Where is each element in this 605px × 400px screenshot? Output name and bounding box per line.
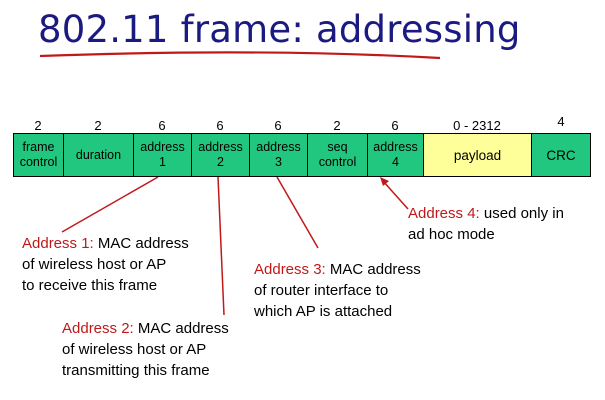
field-address-2: address 2 — [192, 134, 250, 176]
size-address-3: 6 — [274, 118, 282, 133]
field-frame-control: frame control — [14, 134, 64, 176]
field-duration: duration — [64, 134, 134, 176]
frame-format: frame control duration address 1 address… — [13, 133, 591, 177]
note-address-1-body: MAC address of wireless host or AP to re… — [22, 235, 189, 294]
field-address-1: address 1 — [134, 134, 192, 176]
addr4-arrowhead — [380, 177, 389, 186]
field-address-3: address 3 — [250, 134, 308, 176]
note-address-2-head: Address 2: — [62, 320, 134, 337]
size-payload: 0 - 2312 — [453, 118, 501, 133]
size-address-2: 6 — [216, 118, 224, 133]
note-address-4: Address 4: used only in ad hoc mode — [408, 203, 564, 245]
note-address-3-head: Address 3: — [254, 261, 326, 278]
size-frame-control: 2 — [34, 118, 42, 133]
size-address-4: 6 — [391, 118, 399, 133]
note-address-1-head: Address 1: — [22, 235, 94, 252]
field-seq-control: seq control — [308, 134, 368, 176]
size-address-1: 6 — [158, 118, 166, 133]
note-address-1: Address 1: MAC address of wireless host … — [22, 233, 189, 296]
field-payload: payload — [424, 134, 532, 176]
addr1-pointer — [61, 176, 159, 233]
note-address-2: Address 2: MAC address of wireless host … — [62, 318, 229, 381]
field-crc: CRC — [532, 134, 590, 176]
note-address-3: Address 3: MAC address of router interfa… — [254, 259, 421, 322]
addr4-pointer — [382, 180, 409, 210]
note-address-3-body: MAC address of router interface to which… — [254, 261, 421, 320]
addr2-pointer — [217, 176, 225, 316]
note-address-4-body: used only in ad hoc mode — [408, 205, 564, 243]
addr3-pointer — [276, 176, 319, 249]
size-duration: 2 — [94, 118, 102, 133]
field-address-4: address 4 — [368, 134, 424, 176]
note-address-2-body: MAC address of wireless host or AP trans… — [62, 320, 229, 379]
page-title: 802.11 frame: addressing — [38, 8, 521, 51]
note-address-4-head: Address 4: — [408, 205, 480, 222]
size-seq-control: 2 — [333, 118, 341, 133]
size-crc: 4 — [557, 114, 565, 129]
